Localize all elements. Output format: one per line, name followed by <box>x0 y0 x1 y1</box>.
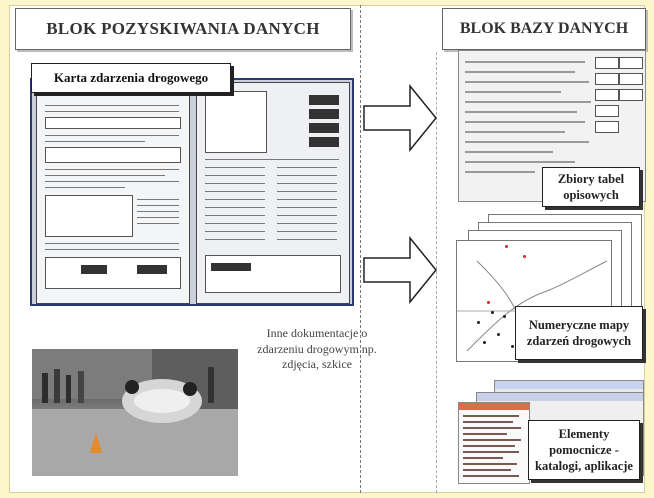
accident-card-label: Karta zdarzenia drogowego <box>31 63 231 93</box>
accident-photo <box>32 349 238 476</box>
accident-card-page-front <box>36 82 190 304</box>
left-block-title: BLOK POZYSKIWANIA DANYCH <box>15 8 351 50</box>
overturned-car-photo <box>32 349 238 476</box>
aux-elements-thumbnail <box>458 402 530 484</box>
right-block-title: BLOK BAZY DANYCH <box>442 8 646 50</box>
other-documentation-text: Inne dokumentacje o zdarzeniu drogowym n… <box>252 326 382 373</box>
arrow-to-maps <box>362 232 438 308</box>
accident-card-page-back <box>196 82 350 304</box>
arrow-to-tables <box>362 80 438 156</box>
block-divider <box>360 5 361 493</box>
aux-label: Elementy pomocnicze - katalogi, aplikacj… <box>528 420 640 480</box>
tables-label: Zbiory tabel opisowych <box>542 167 640 207</box>
maps-label: Numeryczne mapy zdarzeń drogowych <box>515 306 643 360</box>
